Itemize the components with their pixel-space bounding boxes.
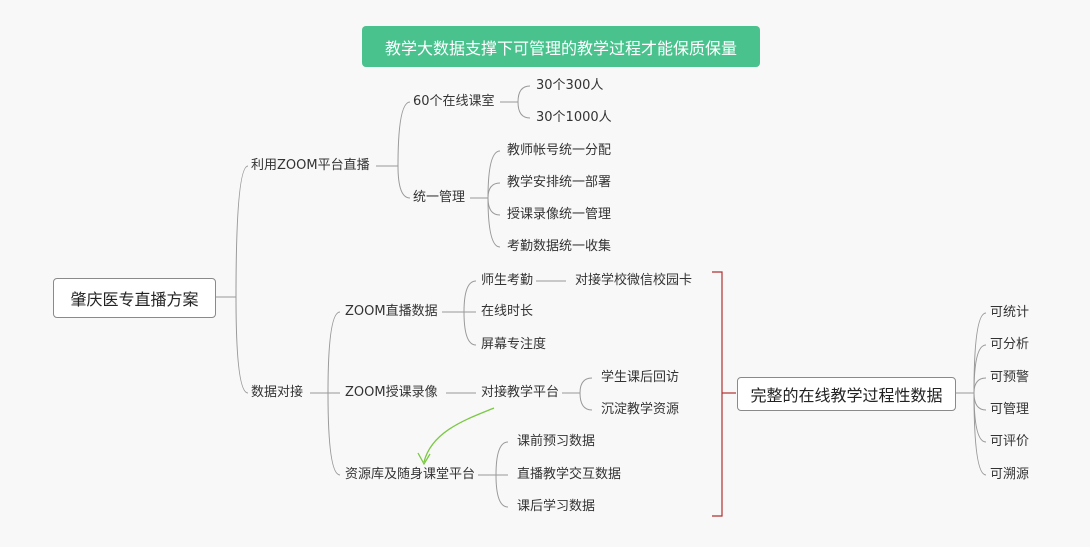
outcome-statistics[interactable]: 可统计 [990,305,1030,320]
node-after-class-data[interactable]: 课后学习数据 [517,499,596,514]
node-attendance[interactable]: 师生考勤 [481,273,534,288]
node-teaching-platform[interactable]: 对接教学平台 [481,385,560,400]
outcome-management[interactable]: 可管理 [990,402,1030,417]
green-arrow [417,407,495,466]
branch-data-integration[interactable]: 数据对接 [251,385,304,400]
node-online-duration[interactable]: 在线时长 [481,304,534,319]
node-resource-platform[interactable]: 资源库及随身课堂平台 [345,467,476,482]
root-node[interactable]: 肇庆医专直播方案 [53,278,216,318]
node-unified-management[interactable]: 统一管理 [413,190,466,205]
outcome-traceability[interactable]: 可溯源 [990,467,1030,482]
node-recordings[interactable]: 授课录像统一管理 [507,207,612,222]
node-online-classrooms[interactable]: 60个在线课室 [413,94,495,109]
outcome-analysis[interactable]: 可分析 [990,337,1030,352]
node-campus-card[interactable]: 对接学校微信校园卡 [575,273,693,288]
diagram-title: 教学大数据支撑下可管理的教学过程才能保质保量 [362,26,760,67]
summary-bracket [712,271,736,517]
branch-zoom-live[interactable]: 利用ZOOM平台直播 [251,158,370,173]
node-teacher-accounts[interactable]: 教师帐号统一分配 [507,143,612,158]
node-classroom-300[interactable]: 30个300人 [536,78,604,93]
node-live-interaction-data[interactable]: 直播教学交互数据 [517,467,622,482]
node-classroom-1000[interactable]: 30个1000人 [536,110,612,125]
node-screen-focus[interactable]: 屏幕专注度 [481,337,547,352]
node-student-review[interactable]: 学生课后回访 [601,370,680,385]
node-zoom-live-data[interactable]: ZOOM直播数据 [345,304,438,319]
outcome-evaluation[interactable]: 可评价 [990,434,1030,449]
node-attendance-data[interactable]: 考勤数据统一收集 [507,239,612,254]
summary-node[interactable]: 完整的在线教学过程性数据 [737,377,956,411]
outcome-warning[interactable]: 可预警 [990,370,1030,385]
node-teaching-resources[interactable]: 沉淀教学资源 [601,402,680,417]
node-preview-data[interactable]: 课前预习数据 [517,434,596,449]
node-schedule[interactable]: 教学安排统一部署 [507,175,612,190]
node-zoom-recording[interactable]: ZOOM授课录像 [345,385,438,400]
